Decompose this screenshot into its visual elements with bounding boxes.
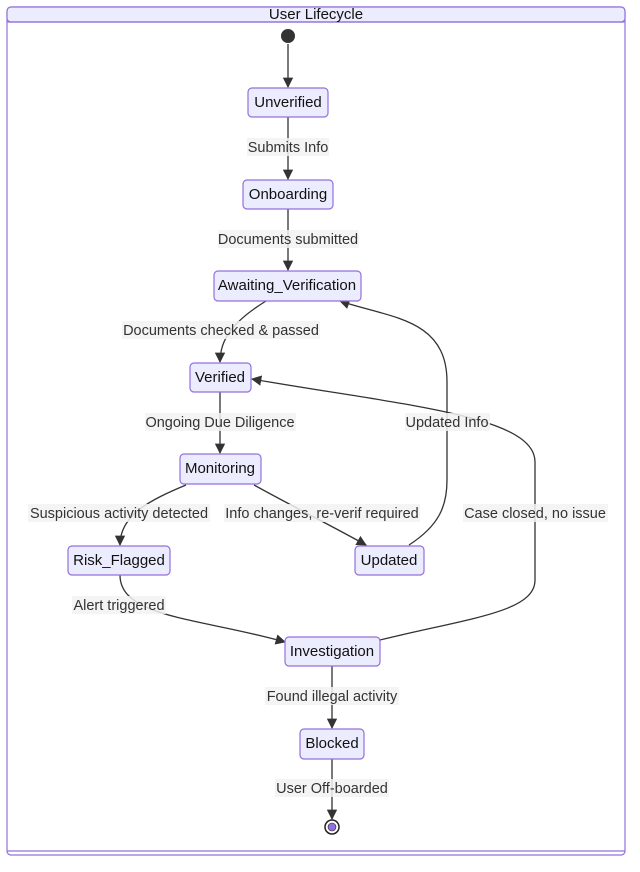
composite-border — [6, 6, 626, 856]
edges — [114, 44, 536, 821]
state-label-awaiting-verification: Awaiting_Verification — [218, 277, 356, 294]
edge-investigation-verified — [250, 375, 536, 641]
state-verified[interactable]: Verified — [189, 362, 252, 393]
state-label-unverified: Unverified — [254, 94, 322, 111]
state-unverified[interactable]: Unverified — [247, 87, 329, 118]
edge-label-ongoing-due-diligence: Ongoing Due Diligence — [145, 415, 294, 431]
edge-label-alert-triggered: Alert triggered — [73, 598, 164, 614]
start-state — [281, 29, 295, 43]
diagram-title: User Lifecycle — [269, 6, 363, 23]
state-monitoring[interactable]: Monitoring — [179, 453, 262, 485]
state-label-blocked: Blocked — [305, 735, 358, 752]
state-blocked[interactable]: Blocked — [299, 728, 365, 760]
composite-state-user-lifecycle: User Lifecycle — [6, 6, 626, 856]
state-updated[interactable]: Updated — [354, 545, 425, 576]
edge-label-case-closed: Case closed, no issue — [464, 506, 606, 522]
edge-label-submits-info: Submits Info — [248, 140, 329, 156]
edge-label-found-illegal-activity: Found illegal activity — [267, 689, 398, 705]
edge-label-documents-checked: Documents checked & passed — [123, 323, 319, 339]
edge-label-user-off-boarded: User Off-boarded — [276, 781, 388, 797]
state-label-verified: Verified — [195, 369, 245, 386]
state-risk-flagged[interactable]: Risk_Flagged — [67, 545, 171, 576]
state-onboarding[interactable]: Onboarding — [242, 179, 334, 210]
edge-label-info-changes: Info changes, re-verif required — [225, 506, 418, 522]
edge-label-suspicious-activity: Suspicious activity detected — [30, 506, 208, 522]
edge-risk-investigation — [119, 574, 287, 645]
edge-label-documents-submitted: Documents submitted — [218, 232, 358, 248]
state-label-onboarding: Onboarding — [249, 186, 327, 203]
state-awaiting-verification[interactable]: Awaiting_Verification — [213, 270, 362, 302]
edge-updated-awaiting — [339, 299, 448, 546]
state-label-monitoring: Monitoring — [185, 460, 255, 477]
end-state — [324, 819, 340, 835]
edge-labels: Submits Info Documents submitted Documen… — [28, 138, 608, 797]
state-label-risk-flagged: Risk_Flagged — [73, 552, 165, 569]
state-investigation[interactable]: Investigation — [284, 636, 381, 667]
edge-label-updated-info: Updated Info — [405, 415, 488, 431]
state-label-investigation: Investigation — [290, 643, 374, 660]
state-label-updated: Updated — [361, 552, 418, 569]
